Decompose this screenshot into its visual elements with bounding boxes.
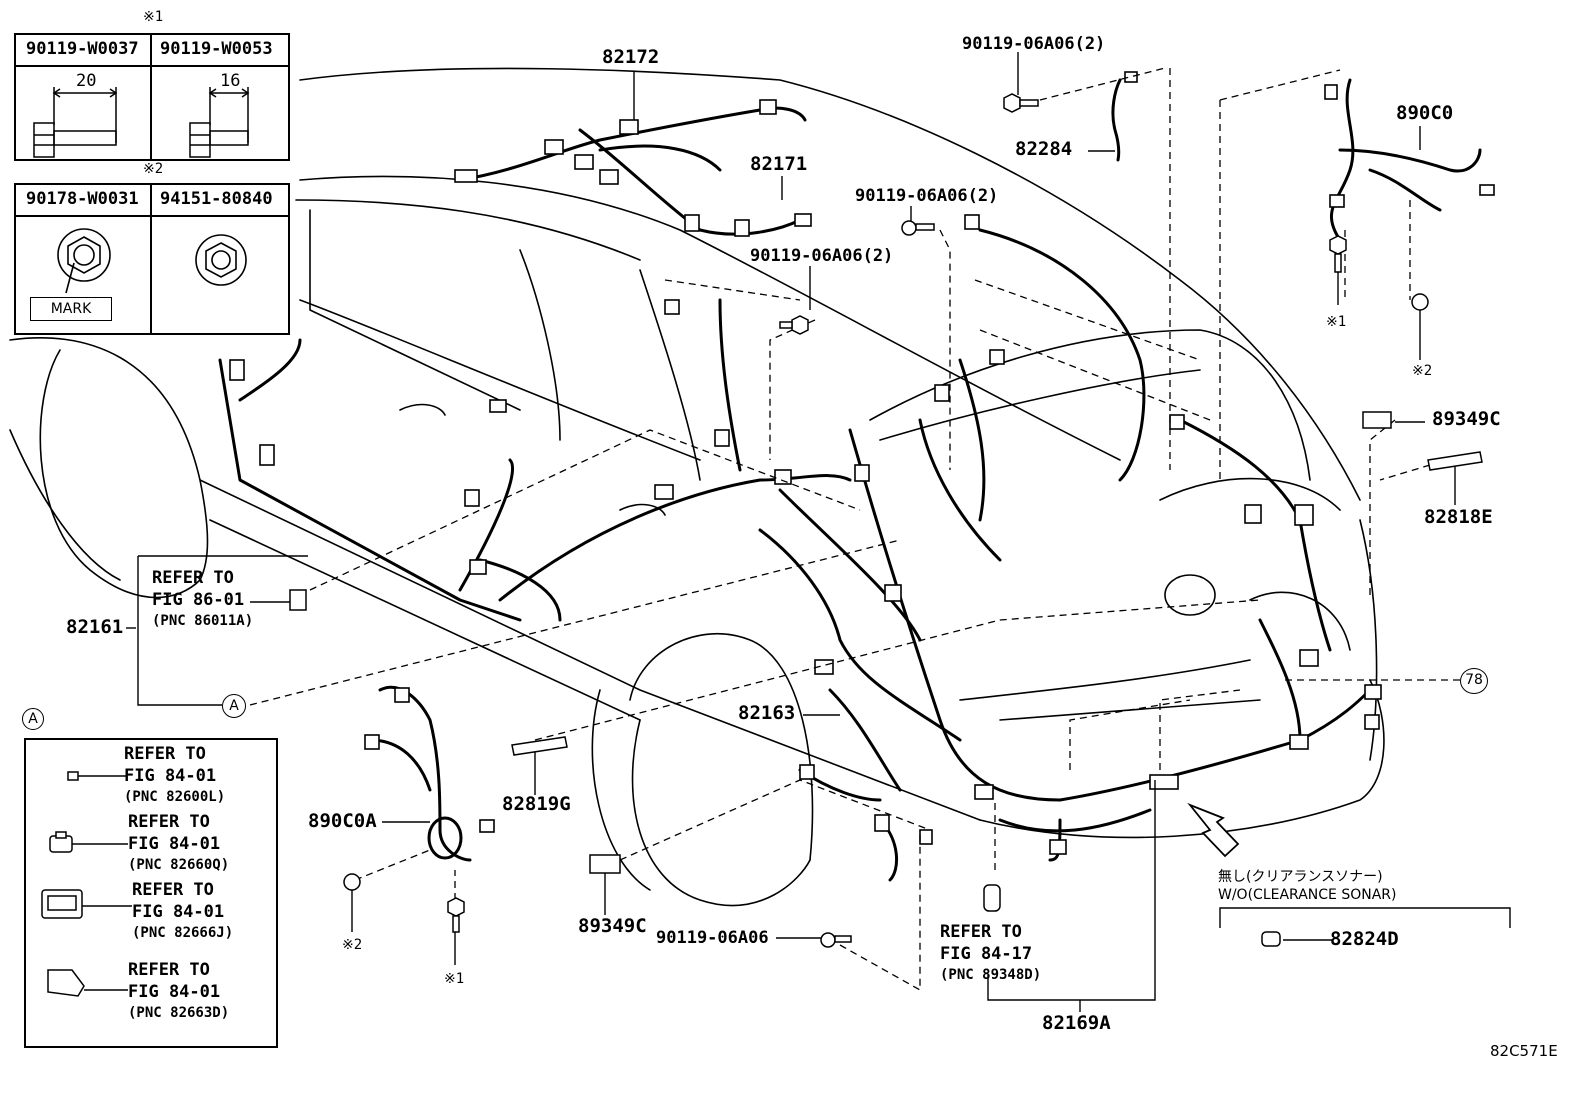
- legend-item-3-line2[interactable]: FIG 84-01: [132, 902, 225, 922]
- part-90119-06a06-mid-label: 90119-06A06(2): [855, 186, 999, 206]
- fastener-table-2: 90178-W0031 94151-80840 MARK: [14, 183, 290, 335]
- legend-item-2-line3: (PNC 82660Q): [128, 857, 230, 873]
- part-90119-06a06-top-label: 90119-06A06(2): [962, 34, 1106, 54]
- legend-item-1-line3: (PNC 82600L): [124, 789, 226, 805]
- note-mark-2-right: ※2: [1412, 363, 1433, 379]
- legend-a-box: REFER TO FIG 84-01 (PNC 82600L) REFER TO…: [24, 738, 278, 1048]
- legend-item-2-line1: REFER TO: [128, 812, 210, 832]
- part-82824d-label: 82824D: [1330, 928, 1399, 950]
- legend-item-1-line2[interactable]: FIG 84-01: [124, 766, 217, 786]
- part-90119-06a06-bottom-label: 90119-06A06: [656, 928, 769, 948]
- ref-callout-78: 78: [1460, 668, 1488, 694]
- clearance-sonar-en: W/O(CLEARANCE SONAR): [1218, 887, 1397, 903]
- note-mark-2: ※2: [143, 161, 164, 177]
- note-mark-1-right: ※1: [1326, 314, 1347, 330]
- mark-label: MARK: [30, 297, 112, 321]
- fastener-part-94151-80840: 94151-80840: [160, 189, 273, 209]
- fastener-part-90119-w0037: 90119-W0037: [26, 39, 139, 59]
- part-890c0-label: 890C0: [1396, 102, 1454, 124]
- fastener-part-90178-w0031: 90178-W0031: [26, 189, 139, 209]
- part-82172-label: 82172: [602, 46, 660, 68]
- legend-item-3-line3: (PNC 82666J): [132, 925, 234, 941]
- refer-84-17-line1: REFER TO: [940, 922, 1022, 942]
- legend-item-1-line1: REFER TO: [124, 744, 206, 764]
- part-89349c-right-label: 89349C: [1432, 408, 1501, 430]
- part-890c0a-label: 890C0A: [308, 810, 377, 832]
- part-82818e-label: 82818E: [1424, 506, 1493, 528]
- diagram-code: 82C571E: [1490, 1042, 1558, 1060]
- part-89349c-left-label: 89349C: [578, 915, 647, 937]
- legend-item-3-line1: REFER TO: [132, 880, 214, 900]
- fastener-table-1: 90119-W0037 90119-W0053 20 16: [14, 33, 290, 161]
- part-82169a-label: 82169A: [1042, 1012, 1111, 1034]
- nut-drawings: [57, 228, 247, 294]
- refer-84-17-line2[interactable]: FIG 84-17: [940, 944, 1033, 964]
- legend-item-4-line3: (PNC 82663D): [128, 1005, 230, 1021]
- part-82161-label: 82161: [66, 616, 124, 638]
- bolt-length-16: 16: [220, 71, 241, 91]
- bolt-drawings: [33, 87, 250, 158]
- part-82819g-label: 82819G: [502, 793, 571, 815]
- legend-a-title: A: [22, 708, 44, 730]
- clearance-sonar-jp: 無し(クリアランスソナー): [1218, 869, 1383, 885]
- part-82163-label: 82163: [738, 702, 796, 724]
- refer-86-line1: REFER TO: [152, 568, 234, 588]
- fastener-part-90119-w0053: 90119-W0053: [160, 39, 273, 59]
- legend-item-2-line2[interactable]: FIG 84-01: [128, 834, 221, 854]
- part-82171-label: 82171: [750, 153, 808, 175]
- refer-86-line3: (PNC 86011A): [152, 613, 254, 629]
- note-mark-2-left: ※2: [342, 937, 363, 953]
- legend-item-4-line2[interactable]: FIG 84-01: [128, 982, 221, 1002]
- legend-icons: [41, 771, 132, 997]
- legend-item-4-line1: REFER TO: [128, 960, 210, 980]
- note-mark-1: ※1: [143, 9, 164, 25]
- note-mark-1-left: ※1: [444, 971, 465, 987]
- part-82284-label: 82284: [1015, 138, 1073, 160]
- refer-86-line2[interactable]: FIG 86-01: [152, 590, 245, 610]
- callout-a: A: [222, 694, 246, 718]
- part-90119-06a06-left-label: 90119-06A06(2): [750, 246, 894, 266]
- bolt-length-20: 20: [76, 71, 97, 91]
- refer-84-17-line3: (PNC 89348D): [940, 967, 1042, 983]
